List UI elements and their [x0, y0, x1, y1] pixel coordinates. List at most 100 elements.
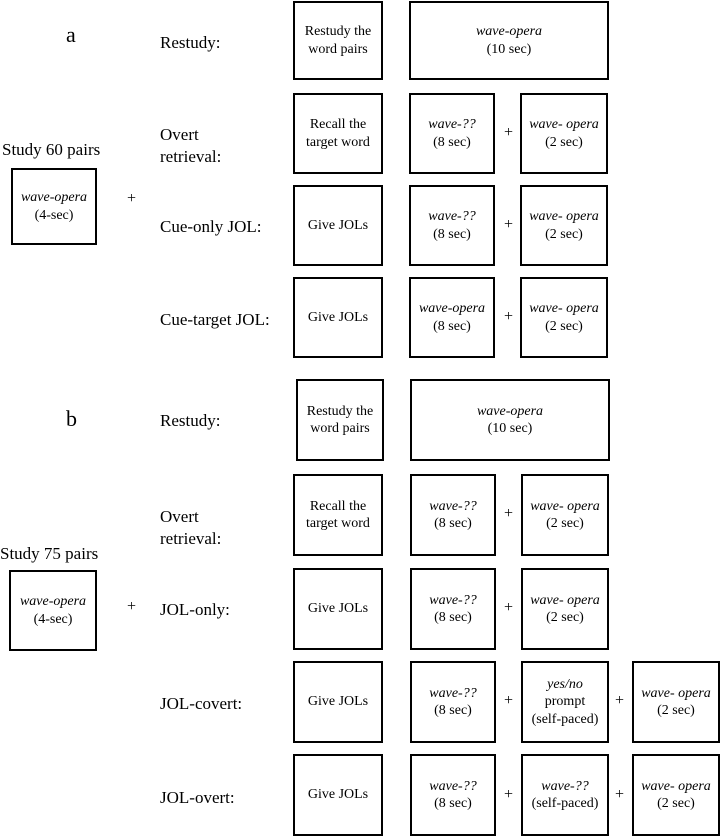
b-jolovert-cue-word: wave-??	[429, 778, 477, 794]
study-a-word: wave-opera	[20, 190, 88, 205]
b-restudy-instruction-line1: Restudy the	[306, 403, 374, 419]
b-jolonly-instruction-text: Give JOLs	[307, 601, 369, 617]
a-cueonly-cue-word: wave-??	[428, 209, 476, 224]
a-cuetarget-cue-time: (8 sec)	[433, 318, 471, 334]
a-restudy-instruction: Restudy the word pairs	[293, 1, 383, 80]
a-overt-label: Overt retrieval:	[160, 124, 221, 168]
a-restudy-time: (10 sec)	[486, 41, 532, 57]
study-a-time: (4-sec)	[34, 207, 74, 223]
b-jolcovert-prompt-time: (self-paced)	[531, 711, 599, 727]
a-cuetarget-plus: +	[504, 308, 514, 325]
b-restudy-instruction-line2: word pairs	[310, 421, 370, 436]
b-overt-instruction-line1: Recall the	[309, 498, 367, 514]
a-restudy-instruction-line2: word pairs	[308, 41, 368, 57]
b-overt-label-line1: Overt	[160, 507, 199, 526]
b-jolovert-instruction-text: Give JOLs	[307, 787, 369, 803]
b-jolonly-label: JOL-only:	[160, 600, 230, 619]
b-jolonly-instruction: Give JOLs	[293, 568, 383, 650]
a-cuetarget-cue-word: wave-opera	[418, 301, 486, 316]
b-jolonly-plus: +	[504, 599, 514, 616]
a-cuetarget-cue-box: wave-opera (8 sec)	[409, 277, 495, 358]
b-jolovert-retrieval-box: wave-?? (self-paced)	[521, 754, 609, 836]
a-overt-instruction-line1: Recall the	[309, 117, 367, 132]
a-cueonly-cue-box: wave-?? (8 sec)	[409, 185, 495, 266]
study-a-box: wave-opera (4-sec)	[11, 168, 97, 245]
a-overt-feedback-word: wave- opera	[529, 117, 599, 132]
b-restudy-word: wave-opera	[476, 403, 544, 419]
a-restudy-label: Restudy:	[160, 33, 221, 52]
study-a-title: Study 60 pairs	[2, 140, 101, 159]
b-jolonly-cue-word: wave-??	[429, 592, 477, 608]
b-jolonly-feedback-word: wave- opera	[530, 592, 600, 608]
a-cueonly-cue-time: (8 sec)	[433, 226, 471, 242]
b-overt-cue-box: wave-?? (8 sec)	[410, 474, 496, 556]
b-jolcovert-cue-word: wave-??	[429, 685, 477, 701]
b-jolcovert-label: JOL-covert:	[160, 694, 243, 713]
b-jolovert-feedback-time: (2 sec)	[657, 796, 695, 811]
panel-b-letter: b	[66, 406, 77, 431]
a-overt-instruction-line2: target word	[306, 134, 370, 150]
study-b-time: (4-sec)	[33, 611, 73, 627]
b-jolovert-plus2: +	[615, 786, 625, 803]
a-restudy-instruction-line1: Restudy the	[304, 24, 372, 39]
b-jolonly-cue-box: wave-?? (8 sec)	[410, 568, 496, 650]
b-jolcovert-feedback-box: wave- opera (2 sec)	[632, 661, 720, 743]
b-jolovert-instruction: Give JOLs	[293, 754, 383, 836]
b-overt-instruction-line2: target word	[306, 516, 370, 531]
a-overt-plus: +	[504, 124, 514, 141]
a-cuetarget-label: Cue-target JOL:	[160, 310, 270, 329]
b-restudy-display: wave-opera (10 sec)	[410, 379, 610, 461]
b-jolcovert-prompt-word: yes/no	[547, 676, 583, 692]
a-cueonly-feedback-word: wave- opera	[529, 209, 599, 224]
a-cuetarget-instruction-text: Give JOLs	[307, 309, 369, 325]
b-jolovert-cue-box: wave-?? (8 sec)	[410, 754, 496, 836]
study-b-word: wave-opera	[19, 594, 87, 609]
b-jolcovert-instruction-text: Give JOLs	[307, 694, 369, 710]
b-jolovert-plus: +	[504, 786, 514, 803]
a-overt-cue-word: wave-??	[428, 117, 476, 132]
b-jolovert-feedback-box: wave- opera (2 sec)	[632, 754, 720, 836]
b-jolcovert-plus2: +	[615, 692, 625, 709]
b-jolcovert-feedback-word: wave- opera	[641, 685, 711, 701]
b-jolcovert-cue-time: (8 sec)	[434, 703, 472, 718]
b-jolcovert-cue-box: wave-?? (8 sec)	[410, 661, 496, 743]
a-cueonly-feedback-time: (2 sec)	[545, 226, 583, 242]
study-b-box: wave-opera (4-sec)	[9, 570, 97, 651]
b-overt-cue-word: wave-??	[429, 498, 477, 514]
b-overt-feedback-time: (2 sec)	[546, 516, 584, 531]
b-jolovert-cue-time: (8 sec)	[434, 796, 472, 811]
a-overt-feedback-time: (2 sec)	[545, 134, 583, 150]
a-cueonly-feedback-box: wave- opera (2 sec)	[520, 185, 608, 266]
b-jolonly-feedback-box: wave- opera (2 sec)	[521, 568, 609, 650]
a-cuetarget-feedback-box: wave- opera (2 sec)	[520, 277, 608, 358]
b-overt-label: Overt retrieval:	[160, 506, 221, 550]
a-cueonly-label: Cue-only JOL:	[160, 217, 262, 236]
b-overt-plus: +	[504, 505, 514, 522]
a-overt-label-line2: retrieval:	[160, 147, 222, 167]
a-overt-instruction: Recall the target word	[293, 93, 383, 174]
a-overt-label-line1: Overt	[160, 125, 199, 144]
b-overt-feedback-word: wave- opera	[530, 498, 600, 514]
b-restudy-label: Restudy:	[160, 411, 221, 430]
b-overt-feedback-box: wave- opera (2 sec)	[521, 474, 609, 556]
a-restudy-word: wave-opera	[475, 24, 543, 39]
a-overt-cue-box: wave-?? (8 sec)	[409, 93, 495, 174]
b-restudy-time: (10 sec)	[487, 421, 533, 436]
b-jolcovert-instruction: Give JOLs	[293, 661, 383, 743]
b-overt-cue-time: (8 sec)	[434, 516, 472, 531]
study-b-title: Study 75 pairs	[0, 544, 99, 563]
b-jolcovert-plus: +	[504, 692, 514, 709]
study-a-plus: +	[127, 190, 137, 207]
b-jolonly-feedback-time: (2 sec)	[546, 610, 584, 625]
a-cueonly-instruction-text: Give JOLs	[307, 217, 369, 233]
a-cueonly-plus: +	[504, 216, 514, 233]
b-jolcovert-prompt-line2: prompt	[544, 694, 586, 710]
a-cuetarget-feedback-time: (2 sec)	[545, 318, 583, 334]
b-jolcovert-feedback-time: (2 sec)	[657, 703, 695, 718]
b-jolovert-retrieval-time: (self-paced)	[531, 796, 599, 811]
a-overt-cue-time: (8 sec)	[433, 134, 471, 150]
a-cuetarget-feedback-word: wave- opera	[529, 301, 599, 316]
b-jolcovert-prompt-box: yes/no prompt (self-paced)	[521, 661, 609, 743]
b-overt-instruction: Recall the target word	[293, 474, 383, 556]
b-jolovert-retrieval-word: wave-??	[541, 778, 589, 794]
